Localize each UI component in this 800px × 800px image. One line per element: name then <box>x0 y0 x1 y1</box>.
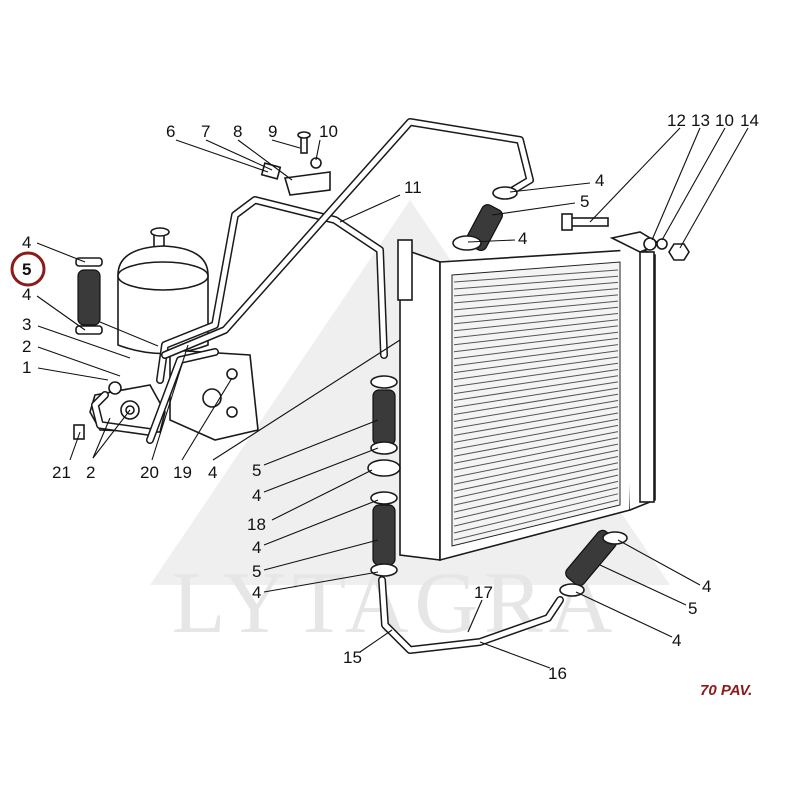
radiator-fin <box>453 281 619 297</box>
callout-5-highlighted: 5 <box>22 260 31 279</box>
radiator-fin <box>453 424 619 457</box>
radiator-fin <box>453 381 619 408</box>
callout-4: 4 <box>252 538 261 557</box>
callout-5: 5 <box>252 461 261 480</box>
radiator-fin <box>453 344 619 367</box>
radiator-fin <box>453 499 619 541</box>
hose-mid-lower <box>372 504 396 566</box>
callout-10: 10 <box>319 122 338 141</box>
radiator-fin <box>453 493 619 534</box>
oil-tank <box>117 227 209 355</box>
radiator <box>397 231 662 562</box>
callout-10: 10 <box>715 111 734 130</box>
callout-4: 4 <box>22 233 31 252</box>
callout-20: 20 <box>140 463 159 482</box>
radiator-fin <box>453 331 619 353</box>
radiator-fin <box>453 437 619 471</box>
callout-5: 5 <box>580 192 589 211</box>
radiator-fin <box>453 412 619 443</box>
radiator-fin <box>453 275 619 290</box>
radiator-fin <box>453 306 619 325</box>
callout-14: 14 <box>740 111 759 130</box>
callout-2: 2 <box>22 337 31 356</box>
radiator-fin <box>453 269 619 283</box>
callout-4: 4 <box>595 171 604 190</box>
callout-19: 19 <box>173 463 192 482</box>
callout-4: 4 <box>702 577 711 596</box>
radiator-fin <box>453 288 619 304</box>
callout-4: 4 <box>208 463 217 482</box>
hoses <box>75 186 628 597</box>
bolt-assembly <box>561 213 690 261</box>
hose-mid-upper <box>372 389 396 446</box>
callout-labels: 4 5 4 3 2 1 21 2 20 19 4 6 7 8 9 10 11 4… <box>22 111 759 683</box>
callout-15: 15 <box>343 648 362 667</box>
radiator-fin <box>453 300 619 318</box>
radiator-fin <box>453 449 619 485</box>
callout-5: 5 <box>688 599 697 618</box>
radiator-fins <box>453 269 619 541</box>
callout-4: 4 <box>252 486 261 505</box>
callout-3: 3 <box>22 315 31 334</box>
radiator-fin <box>453 393 619 422</box>
callout-4: 4 <box>252 583 261 602</box>
radiator-fin <box>453 369 619 395</box>
radiator-fin <box>453 462 619 499</box>
callout-4: 4 <box>518 229 527 248</box>
callout-9: 9 <box>268 122 277 141</box>
callout-16: 16 <box>548 664 567 683</box>
callout-11: 11 <box>404 178 422 197</box>
radiator-fin <box>453 468 619 506</box>
radiator-fin <box>453 325 619 346</box>
callout-18: 18 <box>247 515 266 534</box>
callout-21: 21 <box>52 463 71 482</box>
mounting-bracket <box>169 349 259 441</box>
radiator-fin <box>453 356 619 381</box>
radiator-fin <box>453 400 619 429</box>
leader-lines <box>36 127 749 669</box>
radiator-fin <box>453 387 619 415</box>
radiator-fin <box>453 319 619 339</box>
callout-8: 8 <box>233 122 242 141</box>
callout-12: 12 <box>667 111 686 130</box>
radiator-fin <box>453 474 619 513</box>
callout-5: 5 <box>252 562 261 581</box>
callout-4: 4 <box>22 285 31 304</box>
radiator-fin <box>453 294 619 311</box>
radiator-fin <box>453 456 619 492</box>
radiator-fin <box>453 350 619 374</box>
radiator-fin <box>453 337 619 360</box>
radiator-fin <box>453 443 619 478</box>
hose-left <box>77 269 101 326</box>
radiator-fin <box>453 431 619 464</box>
radiator-fin <box>453 406 619 436</box>
callout-13: 13 <box>691 111 710 130</box>
radiator-fin <box>453 313 619 332</box>
callout-17: 17 <box>474 583 493 602</box>
callout-4: 4 <box>672 631 681 650</box>
callout-2: 2 <box>86 463 95 482</box>
radiator-fin <box>453 480 619 520</box>
highlight-circle <box>10 251 46 287</box>
radiator-fin <box>453 362 619 388</box>
pipes <box>91 118 564 654</box>
radiator-fin <box>453 375 619 401</box>
callout-7: 7 <box>201 122 210 141</box>
radiator-fin <box>453 418 619 450</box>
callout-6: 6 <box>166 122 175 141</box>
page-number: 70 PAV. <box>700 682 753 699</box>
callout-1: 1 <box>22 358 31 377</box>
radiator-fin <box>453 487 619 527</box>
